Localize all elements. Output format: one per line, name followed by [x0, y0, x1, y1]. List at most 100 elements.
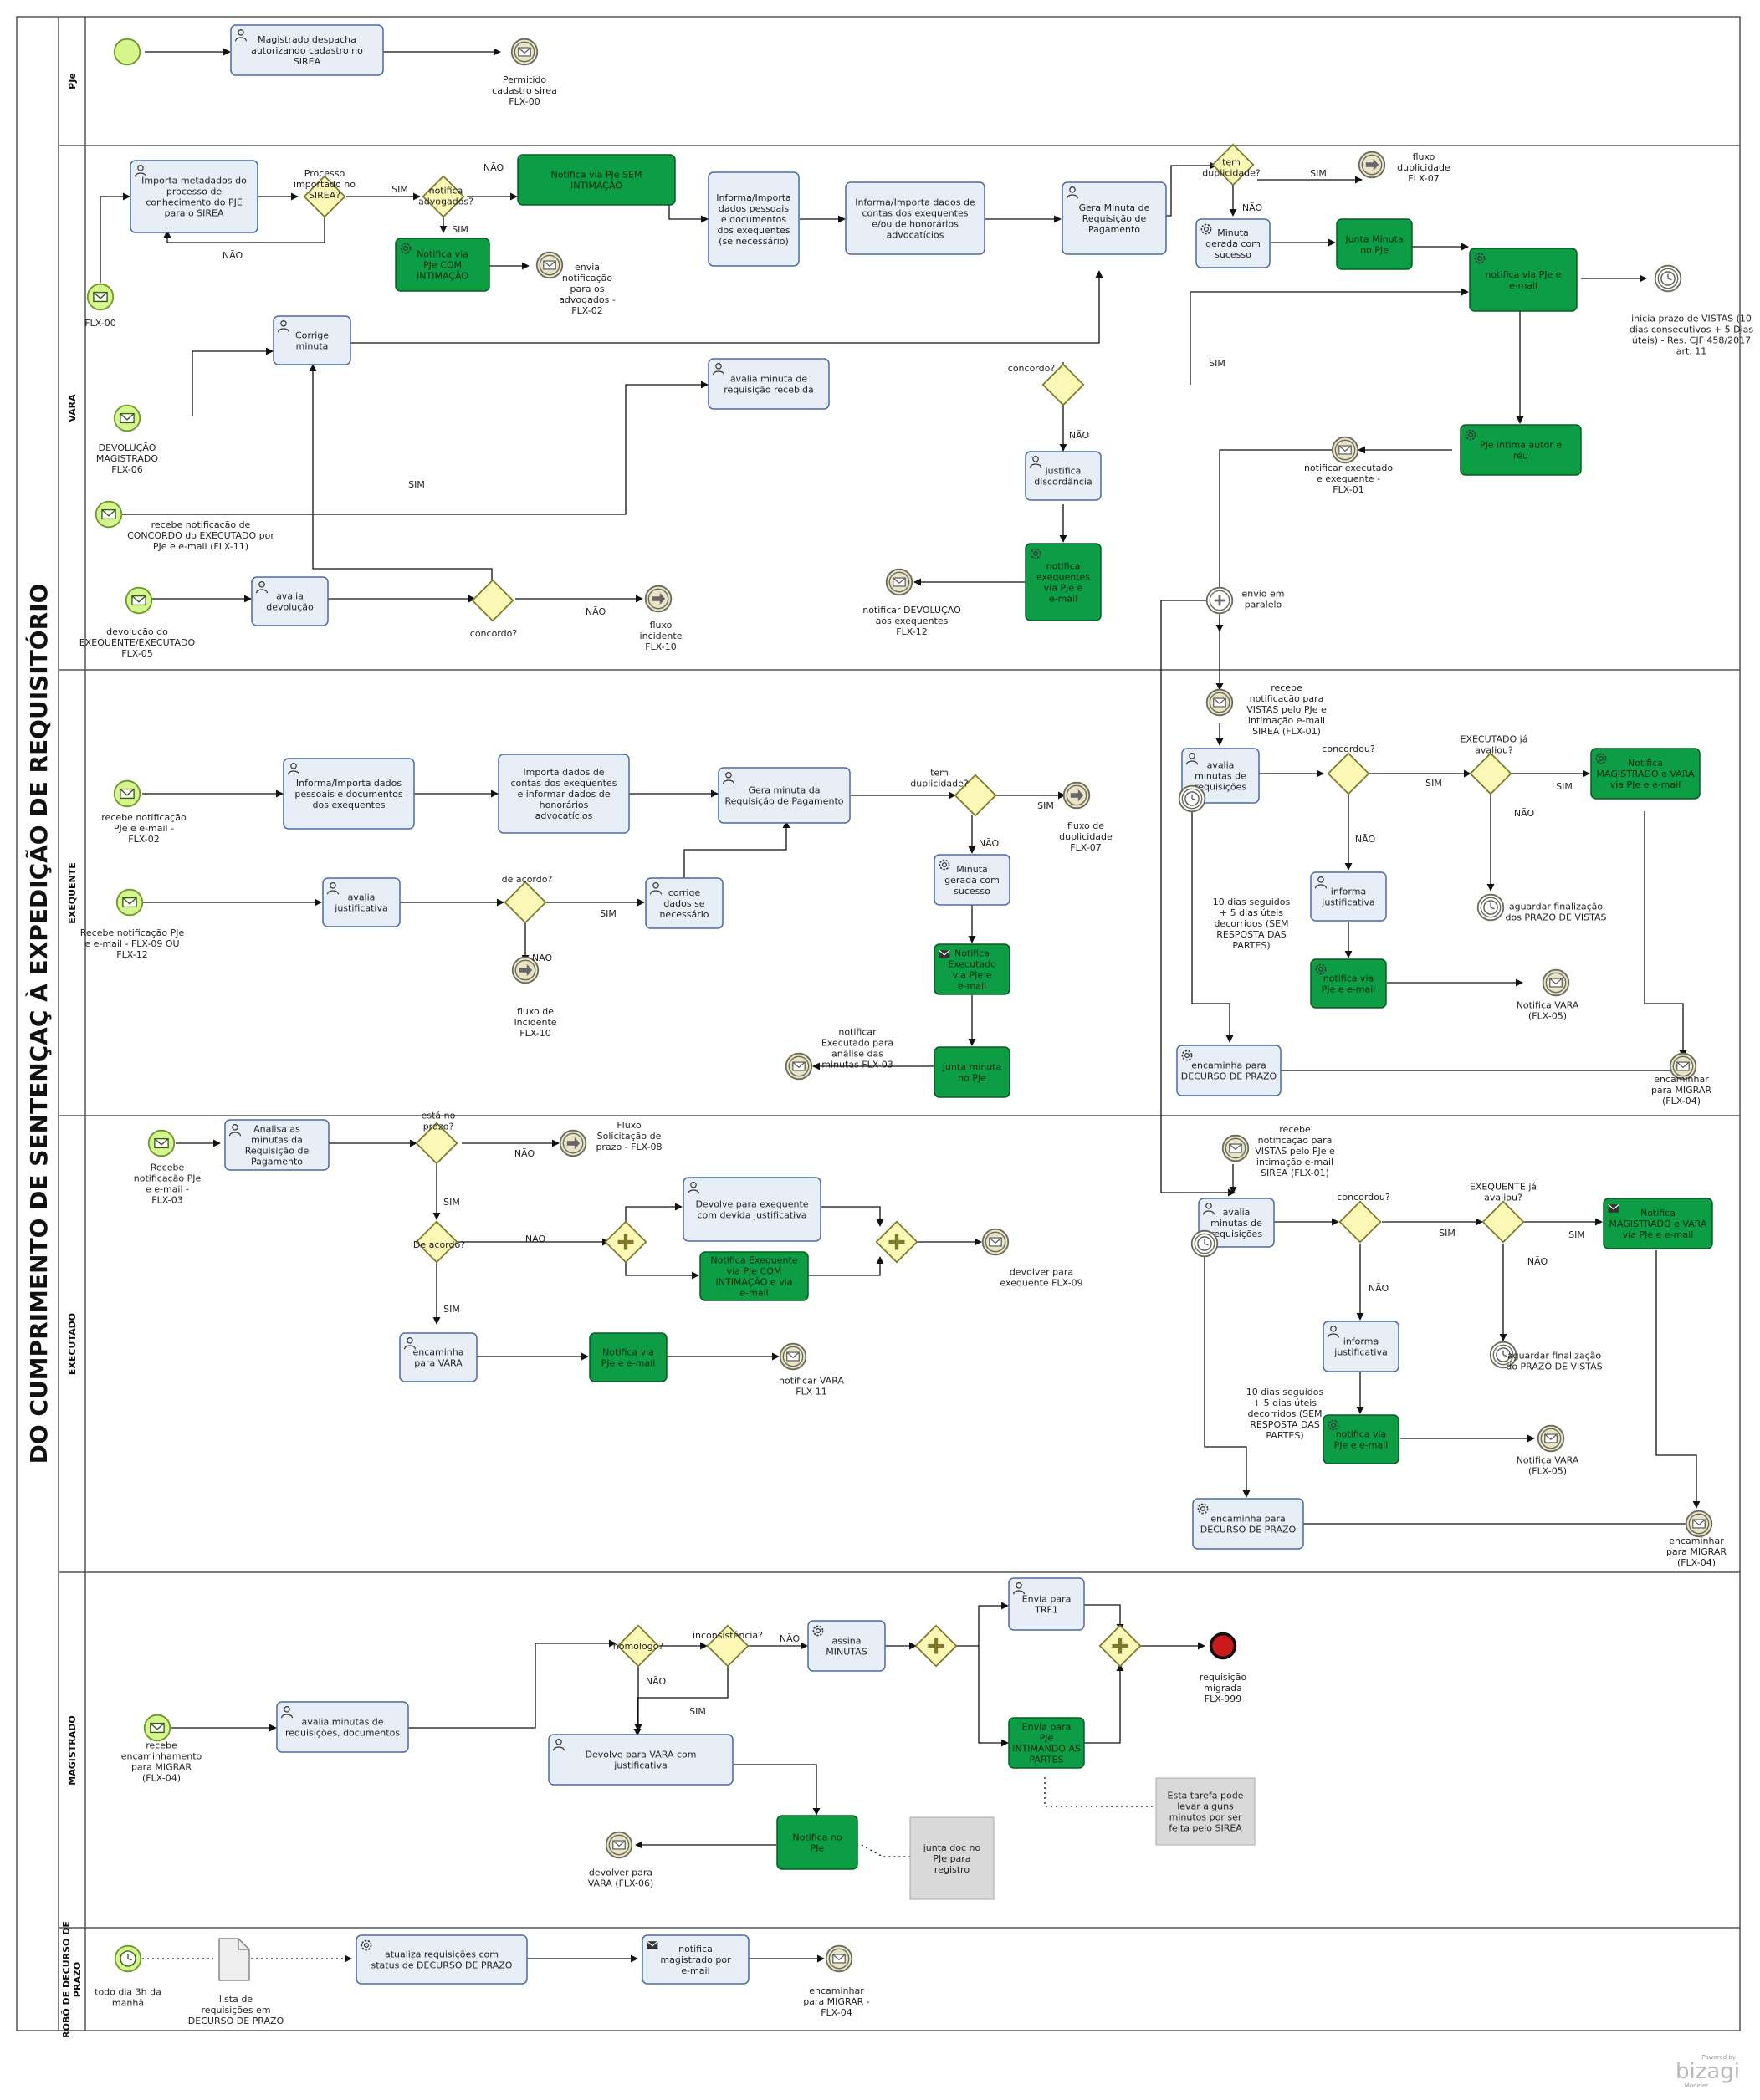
message-event-37[interactable]	[825, 1944, 853, 1973]
message-event-31[interactable]	[1537, 1424, 1565, 1453]
message-event-28[interactable]	[1221, 1134, 1250, 1162]
message-event-11[interactable]	[885, 568, 913, 596]
timer-event-9[interactable]	[1654, 264, 1682, 293]
start-event-5[interactable]	[125, 586, 153, 615]
start-event-2[interactable]	[86, 283, 115, 311]
message-event-32[interactable]	[1685, 1510, 1713, 1538]
label-l5: NÃO	[223, 250, 243, 261]
lane-vara: VARA	[67, 394, 78, 422]
label-l25: concordo?	[470, 628, 518, 639]
message-event-10[interactable]	[1331, 436, 1359, 464]
message-event-19[interactable]	[1205, 688, 1234, 717]
message-event-27[interactable]	[779, 1342, 807, 1371]
link-event-25[interactable]	[559, 1129, 587, 1157]
message-event-7[interactable]	[535, 251, 564, 279]
label-l56: NÃO	[525, 1234, 546, 1244]
start-event-14[interactable]	[113, 779, 141, 808]
link-event-13[interactable]	[644, 585, 673, 613]
end-event-34[interactable]	[1209, 1632, 1237, 1660]
message-event-18[interactable]	[785, 1052, 813, 1081]
start-event-16[interactable]	[115, 888, 144, 917]
start-event-24[interactable]	[147, 1129, 176, 1157]
message-event-22[interactable]	[1542, 968, 1570, 997]
timer-event-20[interactable]	[1178, 784, 1206, 813]
parallel-event-12[interactable]	[1205, 586, 1234, 615]
start-event-3[interactable]	[113, 404, 141, 432]
start-event-33[interactable]	[143, 1714, 171, 1742]
message-event-35[interactable]	[605, 1831, 633, 1859]
link-event-15[interactable]	[1062, 781, 1091, 810]
label-l72: homologo?	[613, 1641, 664, 1652]
link-event-8[interactable]	[1358, 151, 1386, 179]
message-event-6[interactable]	[510, 38, 539, 66]
start-event-36[interactable]	[114, 1944, 142, 1973]
label-l43: SIM	[1556, 781, 1573, 792]
annotation-sirea	[1155, 1777, 1256, 1846]
timer-event-29[interactable]	[1190, 1229, 1219, 1258]
start-event-1[interactable]	[113, 38, 141, 66]
start-event-4[interactable]	[95, 500, 123, 529]
timer-event-21[interactable]	[1476, 893, 1505, 922]
message-event-26[interactable]	[981, 1228, 1010, 1256]
label-l42: SIM	[1425, 778, 1442, 789]
